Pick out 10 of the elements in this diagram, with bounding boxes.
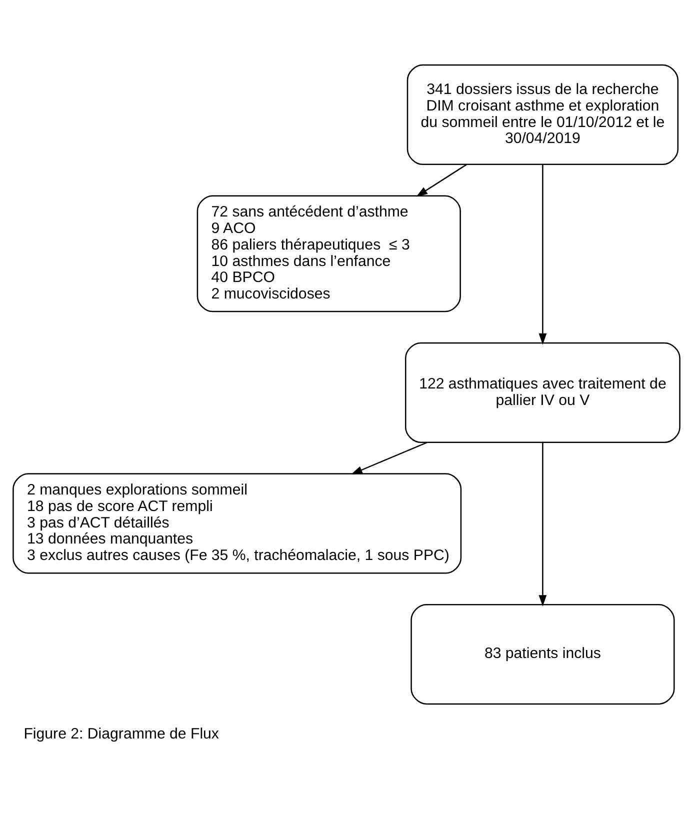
arrow — [351, 442, 428, 474]
node-box: 2 manques explorations sommeil 18 pas de score ACT rempli 3 pas d’ACT détaillés 13 données manquantes 3 exclus autres causes (Fe 35 %, trachéomalacie, 1 sous PPC) — [12, 473, 462, 574]
arrow — [538, 442, 547, 606]
node-box: 72 sans antécédent d’asthme 9 ACO 86 paliers thérapeutiques ≤ 3 10 asthmes dans l’enfance 40 BPCO 2 mucoviscidoses — [196, 195, 461, 312]
node-box: 341 dossiers issus de la recherche DIM croisant asthme et exploration du sommeil entre le 01/10/2012 et le 30/04/2019 — [406, 64, 679, 166]
node-box: 83 patients inclus — [410, 604, 675, 705]
arrow — [416, 164, 468, 197]
arrow — [538, 164, 547, 345]
node-box: 122 asthmatiques avec traitement de pallier IV ou V — [404, 342, 680, 443]
caption: Figure 2: Diagramme de Flux — [24, 726, 219, 743]
